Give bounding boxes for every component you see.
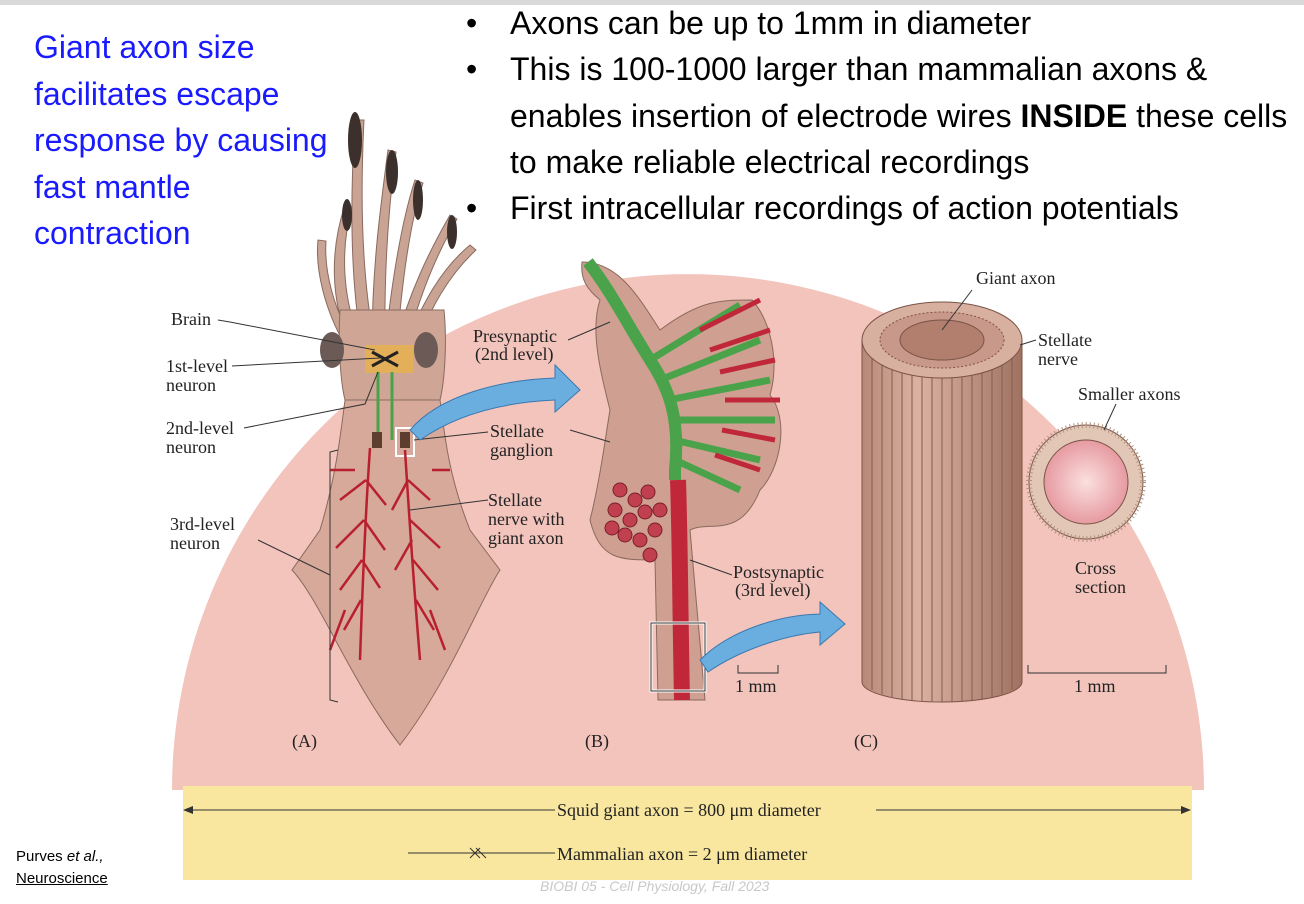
- label-third-level-2: neuron: [170, 533, 220, 553]
- label-postsynaptic-1: Postsynaptic: [733, 562, 824, 582]
- panel-b-letter: (B): [585, 731, 609, 752]
- cross-section: [1026, 422, 1146, 542]
- bullet-dot: •: [466, 190, 478, 227]
- label-giant-axon: Giant axon: [976, 268, 1055, 288]
- slide-footer: BIOBI 05 - Cell Physiology, Fall 2023: [540, 878, 770, 894]
- panel-c-letter: (C): [854, 731, 878, 752]
- label-presynaptic-2: (2nd level): [475, 344, 553, 365]
- label-stellate-nerve-2: nerve with: [488, 509, 564, 529]
- comparison-band: [183, 786, 1192, 880]
- label-postsynaptic-2: (3rd level): [735, 580, 810, 601]
- giant-axon-cylinder: [861, 301, 1023, 703]
- label-cross-2: section: [1075, 577, 1126, 597]
- bullet-item: •This is 100-1000 larger than mammalian …: [466, 46, 1296, 185]
- label-cross-1: Cross: [1075, 558, 1116, 578]
- mammal-axon-comparison: Mammalian axon = 2 μm diameter: [557, 844, 807, 864]
- bullet-item: •Axons can be up to 1mm in diameter: [466, 0, 1296, 46]
- label-third-level-1: 3rd-level: [170, 514, 235, 534]
- bullet-list: •Axons can be up to 1mm in diameter •Thi…: [466, 0, 1296, 231]
- label-smaller-axons: Smaller axons: [1078, 384, 1180, 404]
- bullet-dot: •: [466, 5, 478, 41]
- bullet-item: •First intracellular recordings of actio…: [466, 185, 1296, 231]
- squid-illustration: [291, 112, 501, 746]
- label-stellate-nerve-c-1: Stellate: [1038, 330, 1092, 350]
- zoom-arrow-a-to-b: [409, 363, 581, 441]
- side-callout-text: Giant axon size facilitates escape respo…: [34, 29, 328, 251]
- zoom-arrow-b-to-c: [699, 600, 846, 673]
- label-first-level-2: neuron: [166, 375, 216, 395]
- panel-a-letter: (A): [292, 731, 317, 752]
- citation: Purves et al., Neuroscience: [16, 848, 108, 887]
- bullet-dot: •: [466, 51, 478, 88]
- label-scale-c: 1 mm: [1074, 676, 1116, 696]
- top-border: [0, 0, 1304, 5]
- label-stellate-ganglion-2: ganglion: [490, 440, 553, 460]
- label-brain: Brain: [171, 309, 211, 329]
- label-second-level-2: neuron: [166, 437, 216, 457]
- label-stellate-nerve-3: giant axon: [488, 528, 563, 548]
- label-presynaptic-1: Presynaptic: [473, 326, 557, 346]
- label-stellate-nerve-1: Stellate: [488, 490, 542, 510]
- bullet-emphasis: INSIDE: [1020, 97, 1128, 134]
- citation-book-link[interactable]: Neuroscience: [16, 870, 108, 887]
- squid-axon-comparison: Squid giant axon = 800 μm diameter: [557, 800, 821, 820]
- label-first-level-1: 1st-level: [166, 356, 228, 376]
- label-second-level-1: 2nd-level: [166, 418, 234, 438]
- label-stellate-nerve-c-2: nerve: [1038, 349, 1078, 369]
- label-stellate-ganglion-1: Stellate: [490, 421, 544, 441]
- label-scale-b: 1 mm: [735, 676, 777, 696]
